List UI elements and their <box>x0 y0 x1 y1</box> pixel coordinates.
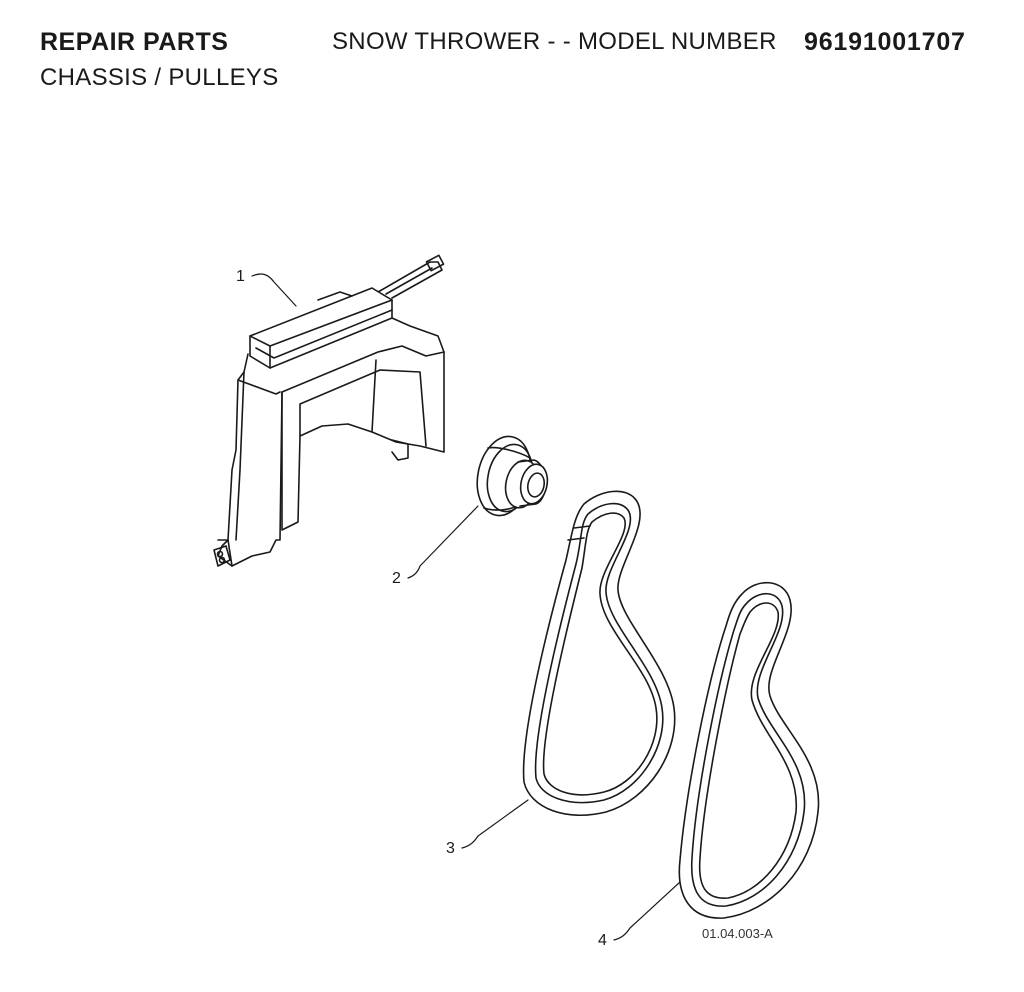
figure-id: 01.04.003-A <box>702 926 773 941</box>
callout-2: 2 <box>392 570 401 587</box>
callout-3: 3 <box>446 840 455 857</box>
part-belt-3 <box>522 490 676 816</box>
page-subtitle: CHASSIS / PULLEYS <box>40 64 279 91</box>
part-chassis-bracket <box>213 254 445 567</box>
part-belt-4 <box>678 581 820 919</box>
leader-lines <box>251 273 681 941</box>
product-title: SNOW THROWER - - MODEL NUMBER <box>332 28 777 55</box>
callout-4: 4 <box>598 932 607 949</box>
model-number: 96191001707 <box>804 28 966 56</box>
part-pulley <box>476 435 549 517</box>
section-title: REPAIR PARTS <box>40 28 229 56</box>
callout-1: 1 <box>236 268 245 285</box>
